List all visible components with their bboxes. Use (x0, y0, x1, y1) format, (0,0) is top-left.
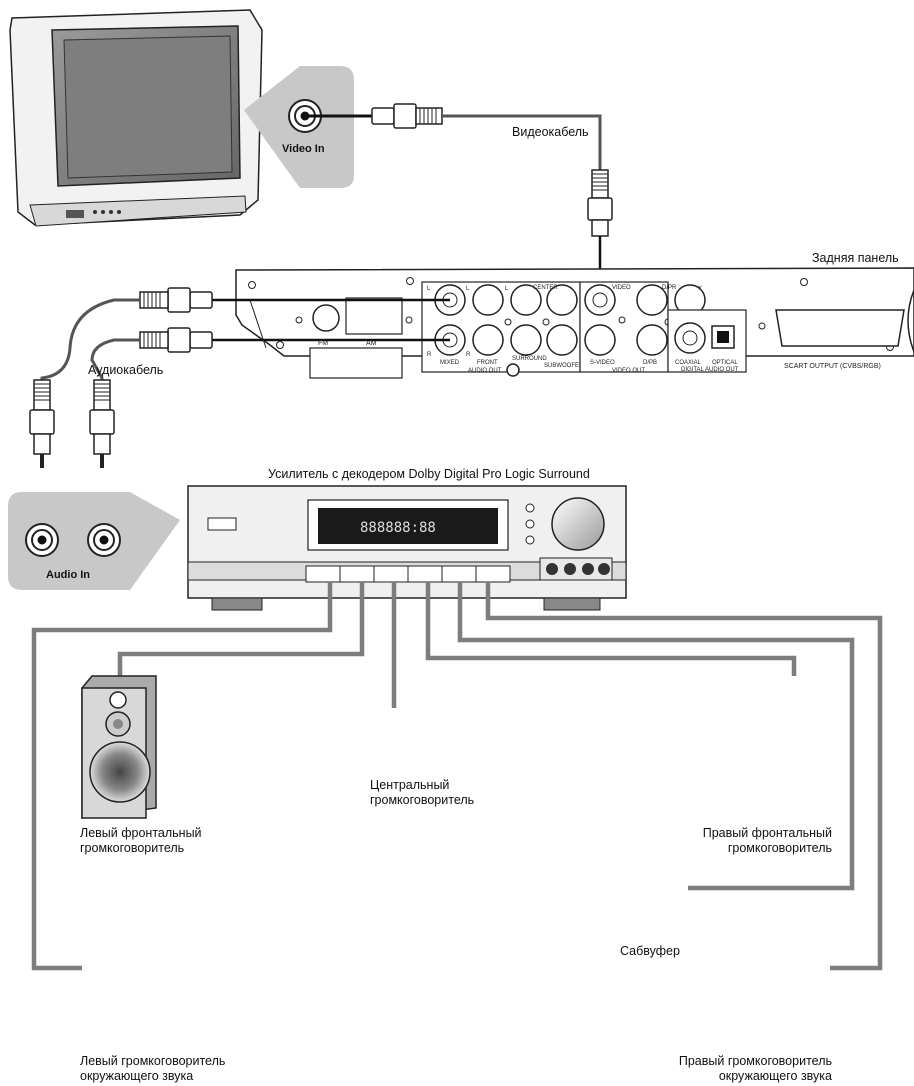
jack-r-label: R (427, 352, 432, 358)
digital-audio-out-label: DIGITAL AUDIO OUT (681, 367, 739, 373)
center-label: CENTER (533, 285, 558, 291)
subwoofer-label: SUBWOOFER (544, 363, 584, 369)
audio-in-label: Audio In (46, 569, 90, 581)
svideo-label: S-VIDEO (590, 360, 615, 366)
tv-set (9, 9, 263, 227)
amplifier: 888888:88 (187, 485, 627, 611)
audio-cable (29, 287, 450, 468)
dpb-label: D/PB (643, 360, 657, 366)
jack-r-label-2: R (466, 352, 471, 358)
video-in-label: Video In (282, 143, 325, 155)
optical-label: OPTICAL (712, 360, 738, 366)
video-cable-label: Видеокабель (512, 125, 589, 139)
coaxial-label: COAXIAL (675, 360, 702, 366)
video-out-label: VIDEO OUT (612, 368, 645, 374)
dvd-back-panel: FM AM L L L CENTER R R MIXED FRONT SURRO… (235, 267, 914, 379)
back-panel-label: Задняя панель (812, 251, 899, 265)
front-label: FRONT (477, 360, 498, 366)
mixed-label: MIXED (440, 360, 460, 366)
audio-out-label: AUDIO OUT (468, 368, 502, 374)
video-cable (305, 103, 613, 300)
scart-label: SCART OUTPUT (CVBS/RGB) (784, 363, 881, 370)
jack-l-label-2: L (466, 286, 470, 292)
front-left-speaker (81, 675, 157, 819)
audio-in-jacks (25, 523, 121, 557)
jack-l-label: L (427, 286, 431, 292)
dpr-label: D/PR (662, 285, 677, 291)
video-label: VIDEO (612, 285, 631, 291)
subwoofer-label: Сабвуфер (620, 944, 680, 958)
surround-label: SURROUND (512, 356, 547, 362)
am-label: AM (366, 340, 377, 347)
speaker-wires (31, 582, 883, 971)
fm-label: FM (318, 340, 328, 347)
amplifier-title: Усилитель с декодером Dolby Digital Pro … (268, 467, 590, 481)
y-label: Y (698, 286, 702, 292)
audio-cable-label: Аудиокабель (88, 363, 163, 377)
amp-display: 888888:88 (360, 520, 436, 536)
jack-l-label-3: L (505, 286, 509, 292)
